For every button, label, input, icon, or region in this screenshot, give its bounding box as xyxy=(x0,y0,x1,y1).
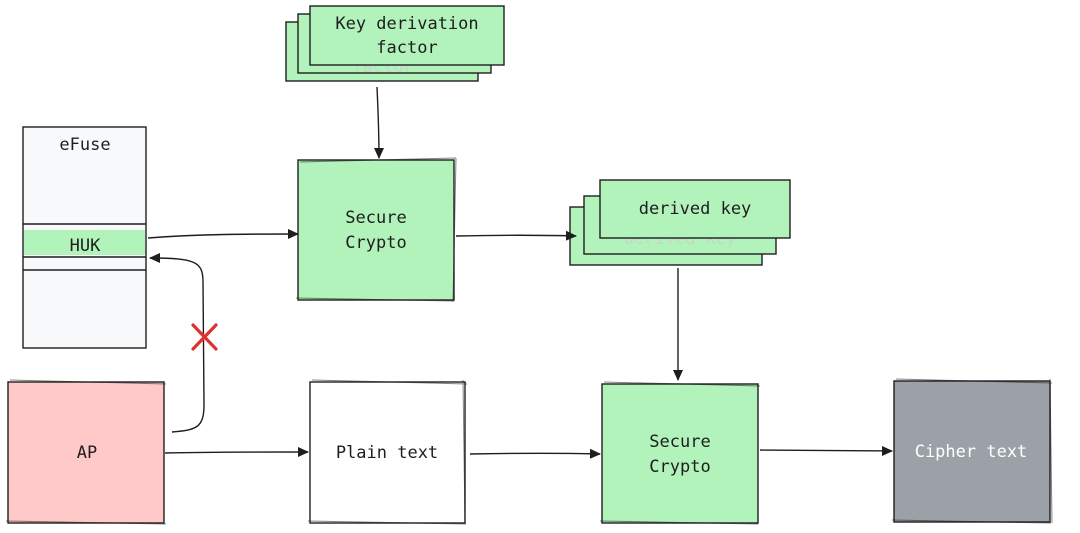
cipher-text-label: Cipher text xyxy=(915,442,1028,462)
secure-crypto-top-line1: Secure xyxy=(345,208,406,228)
secure-crypto-top-line2: Crypto xyxy=(345,233,406,253)
derived-key-card-front xyxy=(599,179,791,239)
ap-sketch xyxy=(5,379,167,525)
key-factor-label-line1: Key derivation xyxy=(335,14,478,34)
derived-key-node[interactable]: derived key derived key xyxy=(569,179,791,266)
key-derivation-factor-node[interactable]: factor Key derivation factor xyxy=(285,5,505,82)
arrow-ap-to-huk-blocked xyxy=(149,253,205,433)
ap-node[interactable]: AP xyxy=(5,379,167,525)
arrow-key-factor-to-secure-crypto xyxy=(373,86,384,159)
cipher-text-box xyxy=(893,380,1051,523)
cipher-text-node[interactable]: Cipher text xyxy=(891,378,1053,524)
key-factor-label-line2: factor xyxy=(376,38,437,58)
secure-crypto-bottom-box xyxy=(601,383,759,524)
huk-node[interactable]: HUK xyxy=(23,230,146,258)
secure-crypto-top-box xyxy=(297,159,455,301)
secure-crypto-bottom-line2: Crypto xyxy=(649,457,710,477)
arrow-secure-crypto-to-cipher-text xyxy=(759,445,893,456)
secure-crypto-bottom-sketch xyxy=(599,381,761,525)
plain-text-label: Plain text xyxy=(336,443,438,463)
arrow-secure-crypto-to-derived-key xyxy=(455,230,577,241)
secure-crypto-bottom-node[interactable]: Secure Crypto xyxy=(599,381,761,525)
cipher-text-sketch xyxy=(891,378,1053,524)
ap-box xyxy=(7,381,165,524)
efuse-label: eFuse xyxy=(59,135,110,155)
cross-icon xyxy=(191,323,218,351)
plain-text-node[interactable]: Plain text xyxy=(307,379,468,525)
plain-text-box xyxy=(309,381,466,524)
secure-crypto-top-sketch xyxy=(295,157,457,303)
secure-crypto-top-node[interactable]: Secure Crypto xyxy=(295,157,457,303)
secure-crypto-bottom-line1: Secure xyxy=(649,432,710,452)
derived-key-label: derived key xyxy=(639,199,752,219)
arrow-plain-text-to-secure-crypto xyxy=(469,448,601,459)
plain-text-sketch xyxy=(307,379,468,525)
arrow-ap-to-plain-text xyxy=(164,447,309,458)
cross-icon-stroke-b xyxy=(191,323,218,351)
ap-label: AP xyxy=(77,443,97,463)
huk-strip xyxy=(24,230,145,255)
key-factor-card-front xyxy=(309,5,505,66)
arrow-huk-to-secure-crypto xyxy=(147,229,299,240)
huk-label: HUK xyxy=(70,236,101,256)
